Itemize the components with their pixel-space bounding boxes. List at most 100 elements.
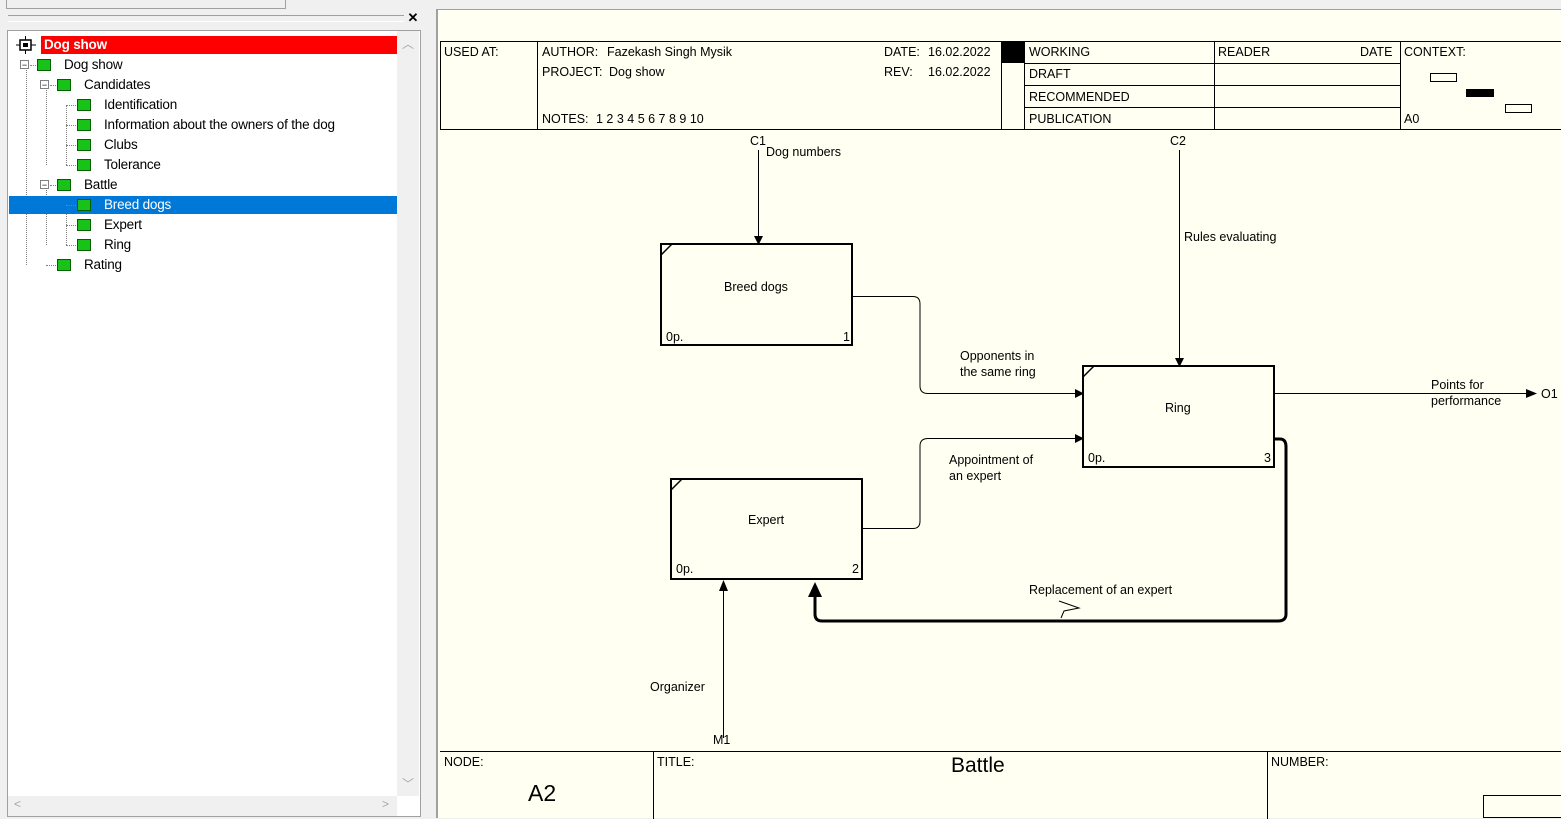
status-draft[interactable]: DRAFT <box>1029 67 1071 81</box>
activity-icon <box>77 119 91 131</box>
diagram-canvas[interactable]: USED AT: AUTHOR: Fazekash Singh Mysik PR… <box>436 9 1561 818</box>
collapse-toggle-icon[interactable]: − <box>40 80 49 89</box>
tree-root[interactable]: Dog show <box>16 36 396 54</box>
tree-item-label: Breed dogs <box>104 196 171 214</box>
tree-item-battle[interactable]: − Battle <box>40 176 400 194</box>
reader-label: READER <box>1218 45 1270 59</box>
notes-numbers[interactable]: 1 2 3 4 5 6 7 8 9 10 <box>596 112 704 126</box>
arrow-appointment-label-2[interactable]: an expert <box>949 468 1001 484</box>
date-value: 16.02.2022 <box>928 45 991 59</box>
box-expert <box>671 479 862 579</box>
reader-date-label: DATE <box>1360 45 1392 59</box>
tree-vertical-scrollbar[interactable]: ︿ ﹀ <box>397 31 419 796</box>
status-recommended[interactable]: RECOMMENDED <box>1029 90 1130 104</box>
arrow-c2-label[interactable]: Rules evaluating <box>1184 229 1276 245</box>
activity-icon <box>57 79 71 91</box>
date-label: DATE: <box>884 45 920 59</box>
context-node: A0 <box>1404 112 1419 126</box>
arrow-o1-code: O1 <box>1541 386 1558 402</box>
tree-line <box>46 85 47 165</box>
scroll-up-icon[interactable]: ︿ <box>402 35 414 52</box>
model-explorer-tree[interactable]: Dog show − Dog show − Candidates Identif… <box>7 30 421 817</box>
tree-line <box>66 225 76 226</box>
tree-line <box>46 185 47 245</box>
box-expert-cost: 0p. <box>676 561 693 577</box>
tree-item-clubs[interactable]: Clubs <box>60 136 400 154</box>
model-tab-strip <box>0 0 430 12</box>
tree-item-owners-info[interactable]: Information about the owners of the dog <box>60 116 400 134</box>
tree-item-label: Rating <box>84 256 122 274</box>
node-value: A2 <box>528 780 556 807</box>
tree-item-rating[interactable]: Rating <box>40 256 400 274</box>
status-publication[interactable]: PUBLICATION <box>1029 112 1111 126</box>
node-label: NODE: <box>444 755 484 769</box>
tree-line <box>66 205 76 206</box>
arrow-o1-label-1[interactable]: Points for <box>1431 377 1484 393</box>
activity-icon <box>77 219 91 231</box>
box-expert-label[interactable]: Expert <box>748 512 784 528</box>
context-label: CONTEXT: <box>1404 45 1466 59</box>
tree-item-label: Ring <box>104 236 131 254</box>
status-working[interactable]: WORKING <box>1029 45 1090 59</box>
tree-item-label: Dog show <box>64 56 122 74</box>
project-value[interactable]: Dog show <box>609 65 665 79</box>
tree-line <box>66 125 76 126</box>
arrow-opponents-label-1[interactable]: Opponents in <box>960 348 1034 364</box>
scroll-right-icon[interactable]: > <box>382 797 389 811</box>
tree-item-identification[interactable]: Identification <box>60 96 400 114</box>
activity-icon <box>77 239 91 251</box>
author-label: AUTHOR: <box>542 45 598 59</box>
tree-line <box>66 105 76 106</box>
tree-item-dog-show[interactable]: − Dog show <box>20 56 400 74</box>
arrow-o1-label-2[interactable]: performance <box>1431 393 1501 409</box>
collapse-toggle-icon[interactable]: − <box>20 60 29 69</box>
tree-item-label: Candidates <box>84 76 150 94</box>
tree-item-label: Identification <box>104 96 177 114</box>
diagram-title[interactable]: Battle <box>951 754 1005 778</box>
tree-item-candidates[interactable]: − Candidates <box>40 76 400 94</box>
arrow-m1-label[interactable]: Organizer <box>650 679 705 695</box>
model-tab[interactable] <box>6 0 286 9</box>
author-value[interactable]: Fazekash Singh Mysik <box>607 45 732 59</box>
activity-icon <box>77 159 91 171</box>
arrow-c1-label[interactable]: Dog numbers <box>766 144 841 160</box>
tree-horizontal-scrollbar[interactable]: < > <box>8 796 397 816</box>
tree-item-label: Information about the owners of the dog <box>104 116 335 134</box>
activity-icon <box>37 59 51 71</box>
box-ring-cost: 0p. <box>1088 450 1105 466</box>
box-ring-number: 3 <box>1264 450 1271 466</box>
project-label: PROJECT: <box>542 65 602 79</box>
box-breed-dogs-cost: 0p. <box>666 329 683 345</box>
context-current-node <box>1466 89 1494 97</box>
tree-item-label: Expert <box>104 216 142 234</box>
box-ring <box>1083 366 1274 467</box>
activity-icon <box>57 179 71 191</box>
scroll-down-icon[interactable]: ﹀ <box>402 775 414 792</box>
working-status-marker <box>1002 42 1024 63</box>
activity-icon <box>77 99 91 111</box>
tree-line <box>46 265 56 266</box>
notes-label: NOTES: <box>542 112 589 126</box>
diagram-svg <box>438 10 1561 819</box>
activity-icon <box>57 259 71 271</box>
pane-splitter[interactable] <box>8 15 404 22</box>
tree-line <box>66 245 76 246</box>
tree-item-ring[interactable]: Ring <box>60 236 400 254</box>
arrow-replacement-label[interactable]: Replacement of an expert <box>1029 582 1172 598</box>
arrow-opponents-label-2[interactable]: the same ring <box>960 364 1036 380</box>
arrow-appointment-label-1[interactable]: Appointment of <box>949 452 1033 468</box>
tree-line <box>66 145 76 146</box>
tree-line <box>66 165 76 166</box>
tree-item-label: Clubs <box>104 136 138 154</box>
scroll-left-icon[interactable]: < <box>14 797 21 811</box>
activity-icon <box>77 199 91 211</box>
tree-item-breed-dogs[interactable]: Breed dogs <box>9 196 397 214</box>
tree-item-expert[interactable]: Expert <box>60 216 400 234</box>
tree-root-label: Dog show <box>44 36 107 54</box>
box-ring-label[interactable]: Ring <box>1165 400 1191 416</box>
tree-item-label: Battle <box>84 176 117 194</box>
box-breed-dogs-label[interactable]: Breed dogs <box>724 279 788 295</box>
close-pane-button[interactable]: ✕ <box>406 11 420 25</box>
collapse-toggle-icon[interactable]: − <box>40 180 49 189</box>
tree-item-tolerance[interactable]: Tolerance <box>60 156 400 174</box>
